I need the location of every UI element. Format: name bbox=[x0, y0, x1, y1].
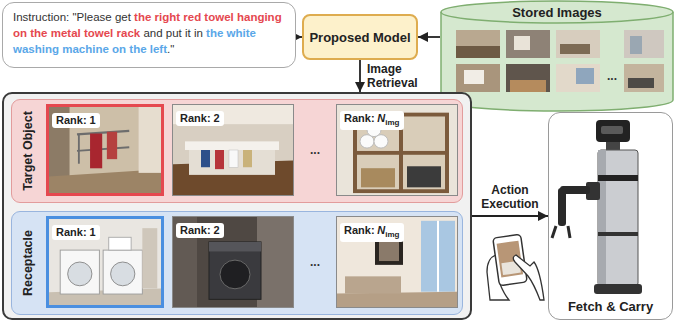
node-title: Stored Images bbox=[440, 5, 674, 20]
rank-tag: Rank:Nimg bbox=[340, 111, 404, 130]
rank-label: Rank: 1 bbox=[56, 226, 96, 238]
image-card: Rank: 1 bbox=[46, 104, 164, 196]
image-card: Rank:Nimg bbox=[336, 216, 458, 308]
rank-label: img bbox=[385, 230, 399, 239]
ellipsis: ... bbox=[310, 144, 320, 156]
edge-label: Image Retrieval bbox=[367, 62, 439, 90]
retrieval-panel: Target ObjectRank: 1Rank: 2Rank:NimgRece… bbox=[2, 92, 472, 320]
instruction-text: Instruction: "Please get bbox=[13, 11, 131, 23]
instruction-text: and put it in bbox=[143, 27, 202, 39]
image-card: Rank: 2 bbox=[172, 104, 294, 196]
model-box: Proposed Model bbox=[302, 14, 418, 60]
band-label-holder: Receptacle bbox=[21, 230, 35, 296]
rank-label: N bbox=[377, 112, 385, 124]
instruction-text: ." bbox=[167, 43, 174, 55]
arrow bbox=[472, 215, 548, 217]
arrow bbox=[418, 36, 440, 38]
node-title: Proposed Model bbox=[309, 30, 410, 45]
ranking-band: Receptacle Rank: 1 Rank: 2 Rank:Nimg bbox=[11, 211, 463, 315]
image-card: Rank:Nimg bbox=[336, 104, 458, 196]
image-card: Rank: 1 bbox=[46, 216, 164, 308]
band-label: Receptacle bbox=[21, 230, 35, 296]
rank-label: N bbox=[377, 224, 385, 236]
rank-label: Rank: 2 bbox=[180, 112, 220, 124]
rank-tag: Rank:Nimg bbox=[340, 223, 404, 242]
robot-box: Fetch & Carry bbox=[548, 112, 673, 320]
image-card: Rank: 2 bbox=[172, 216, 294, 308]
ranking-band: Target Object Rank: 1 Rank: 2 Rank:Nimg bbox=[11, 99, 463, 203]
rank-tag: Rank: 2 bbox=[176, 223, 224, 238]
rank-label: img bbox=[385, 118, 399, 127]
rank-label: Rank: bbox=[344, 112, 375, 124]
ellipsis: ... bbox=[310, 256, 320, 268]
image-store-cylinder: Stored Images bbox=[440, 0, 674, 112]
rank-label: Rank: 1 bbox=[56, 114, 96, 126]
rank-tag: Rank: 1 bbox=[52, 225, 100, 240]
rank-label: Rank: 2 bbox=[180, 224, 220, 236]
arrow bbox=[359, 60, 361, 92]
thumbnail-grid bbox=[456, 30, 664, 92]
band-label: Target Object bbox=[21, 111, 35, 191]
phone-illustration bbox=[487, 234, 544, 300]
rank-label: Rank: bbox=[344, 224, 375, 236]
instruction-box: Instruction: "Please getthe right red to… bbox=[2, 2, 296, 68]
rank-tag: Rank: 1 bbox=[52, 113, 100, 128]
robot-illustration bbox=[552, 120, 642, 294]
ellipsis: ... bbox=[607, 70, 617, 82]
band-label-holder: Target Object bbox=[21, 111, 35, 191]
rank-tag: Rank: 2 bbox=[176, 111, 224, 126]
node-title: Fetch & Carry bbox=[568, 299, 653, 314]
edge-label: Action Execution bbox=[474, 183, 546, 211]
